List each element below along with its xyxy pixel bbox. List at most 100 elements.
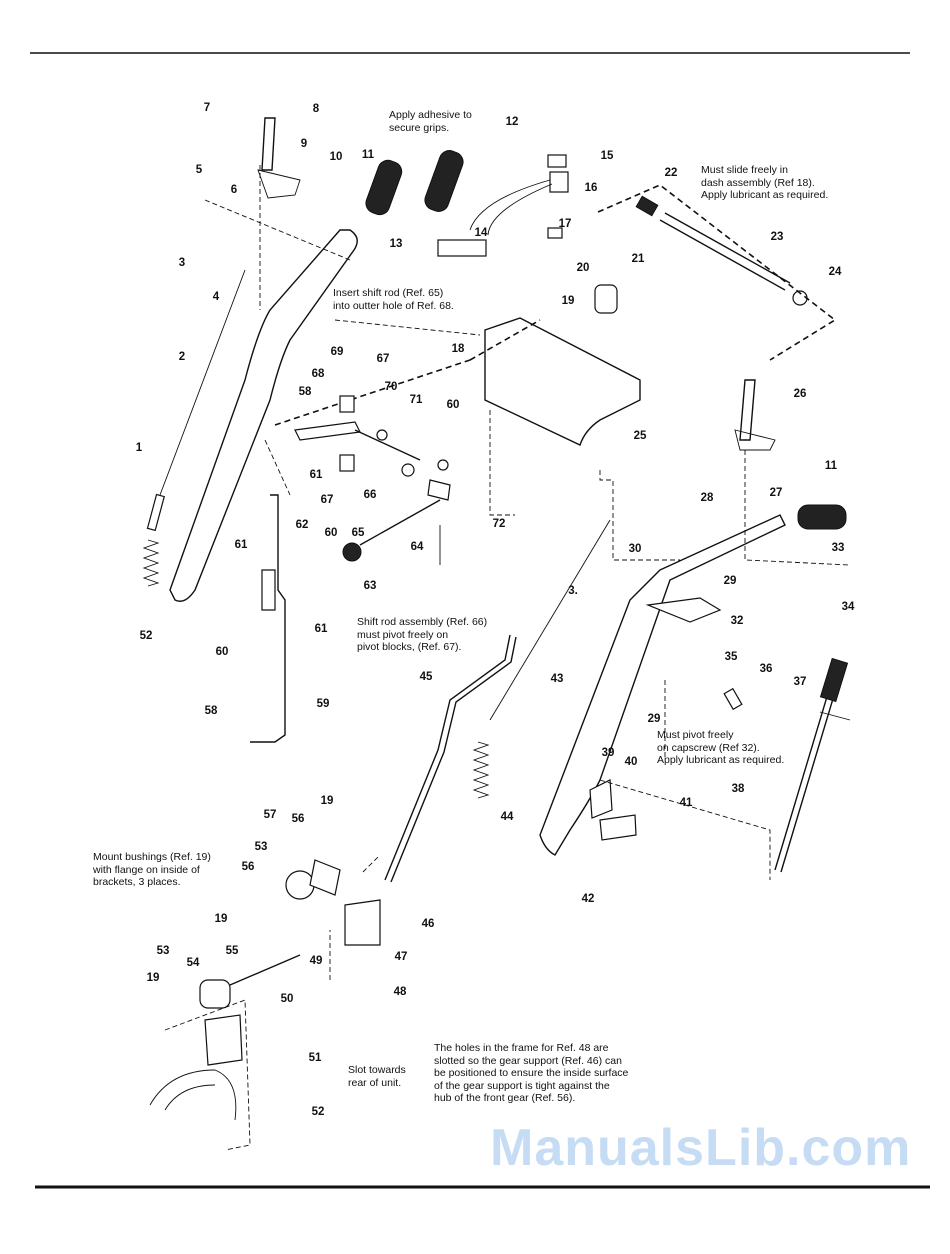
ref-label-61: 61 bbox=[315, 623, 328, 635]
ref-label-67: 67 bbox=[377, 353, 390, 365]
ref-label-24: 24 bbox=[829, 266, 842, 278]
ref-label-59: 59 bbox=[317, 698, 330, 710]
ref-label-68: 68 bbox=[312, 368, 325, 380]
ref-label-49: 49 bbox=[310, 955, 323, 967]
ref-label-36: 36 bbox=[760, 663, 773, 675]
ref-label-56: 56 bbox=[292, 813, 305, 825]
grips bbox=[365, 150, 847, 530]
ref-label-4: 4 bbox=[213, 291, 220, 303]
ref-label-9: 9 bbox=[301, 138, 307, 150]
ref-label-67: 67 bbox=[321, 494, 334, 506]
dash-outline-left bbox=[274, 319, 541, 426]
note-shift-rod-insert: Insert shift rod (Ref. 65) into outter h… bbox=[333, 287, 454, 312]
ref-label-6: 6 bbox=[231, 184, 237, 196]
ref-label-38: 38 bbox=[732, 783, 745, 795]
right-handle bbox=[539, 379, 786, 856]
ref-label-16: 16 bbox=[585, 182, 598, 194]
ref-label-23: 23 bbox=[771, 231, 784, 243]
ref-label-1: 1 bbox=[136, 442, 143, 454]
ref-label-52: 52 bbox=[140, 630, 153, 642]
ref-label-27: 27 bbox=[770, 487, 783, 499]
switch-harness bbox=[437, 154, 569, 257]
ref-label-65: 65 bbox=[352, 527, 365, 539]
ref-label-58: 58 bbox=[299, 386, 312, 398]
ref-label-58: 58 bbox=[205, 705, 218, 717]
ref-label-5: 5 bbox=[196, 164, 203, 176]
ref-label-51: 51 bbox=[309, 1052, 322, 1064]
ref-label-25: 25 bbox=[634, 430, 647, 442]
ref-label-60: 60 bbox=[325, 527, 338, 539]
ref-label-53: 53 bbox=[255, 841, 268, 853]
ref-label-3: 3 bbox=[179, 257, 185, 269]
ref-label-41: 41 bbox=[680, 797, 693, 809]
ref-label-48: 48 bbox=[394, 986, 407, 998]
note-mount-bushings: Mount bushings (Ref. 19) with flange on … bbox=[93, 851, 211, 888]
ref-label-35: 35 bbox=[725, 651, 738, 663]
ref-label-62: 62 bbox=[296, 519, 309, 531]
dash-panel bbox=[484, 284, 641, 446]
ref-label-8: 8 bbox=[313, 103, 320, 115]
ref-label-43: 43 bbox=[551, 673, 564, 685]
ref-label-61: 61 bbox=[310, 469, 323, 481]
ref-label-37: 37 bbox=[794, 676, 807, 688]
note-adhesive: Apply adhesive to secure grips. bbox=[389, 109, 472, 134]
ref-label-42: 42 bbox=[582, 893, 595, 905]
cable-1 bbox=[142, 269, 246, 587]
ref-label-29: 29 bbox=[724, 575, 737, 587]
ref-label-53: 53 bbox=[157, 945, 170, 957]
note-holes-frame: The holes in the frame for Ref. 48 are s… bbox=[434, 1042, 629, 1104]
ref-label-40: 40 bbox=[625, 756, 638, 768]
ref-label-14: 14 bbox=[475, 227, 488, 239]
ref-label-61: 61 bbox=[235, 539, 248, 551]
ref-label-10: 10 bbox=[330, 151, 343, 163]
ref-label-39: 39 bbox=[602, 747, 615, 759]
note-pivot-capscrew: Must pivot freely on capscrew (Ref 32). … bbox=[657, 729, 785, 766]
ref-label-19: 19 bbox=[215, 913, 228, 925]
ref-label-45: 45 bbox=[420, 671, 433, 683]
ref-label-12: 12 bbox=[506, 116, 519, 128]
ref-label-7: 7 bbox=[204, 102, 210, 114]
ref-label-11: 11 bbox=[362, 149, 375, 161]
ref-label-34: 34 bbox=[842, 601, 855, 613]
note-slide-freely: Must slide freely in dash assembly (Ref … bbox=[701, 164, 829, 201]
ref-label-30: 30 bbox=[629, 543, 642, 555]
ref-label-22: 22 bbox=[665, 167, 678, 179]
ref-label-11: 11 bbox=[825, 460, 838, 472]
ref-label-63: 63 bbox=[364, 580, 377, 592]
ref-label-18: 18 bbox=[452, 343, 465, 355]
ref-label-72: 72 bbox=[493, 518, 506, 530]
ref-label-3: 3. bbox=[568, 585, 578, 597]
ref-label-66: 66 bbox=[364, 489, 377, 501]
ref-label-19: 19 bbox=[562, 295, 575, 307]
chute-crank bbox=[774, 657, 851, 873]
ref-label-52: 52 bbox=[312, 1106, 325, 1118]
ref-label-46: 46 bbox=[422, 918, 435, 930]
guide-lines bbox=[164, 165, 851, 1151]
ref-label-21: 21 bbox=[632, 253, 645, 265]
ref-label-50: 50 bbox=[281, 993, 294, 1005]
ref-label-64: 64 bbox=[411, 541, 424, 553]
ref-label-29: 29 bbox=[648, 713, 661, 725]
ref-label-28: 28 bbox=[701, 492, 714, 504]
ref-label-60: 60 bbox=[447, 399, 460, 411]
watermark: ManualsLib.com bbox=[490, 1119, 912, 1177]
ref-label-47: 47 bbox=[395, 951, 408, 963]
ref-label-19: 19 bbox=[147, 972, 160, 984]
gear-assembly bbox=[149, 859, 381, 1121]
note-shift-rod-pivot: Shift rod assembly (Ref. 66) must pivot … bbox=[357, 616, 488, 653]
ref-label-13: 13 bbox=[390, 238, 403, 250]
ref-label-60: 60 bbox=[216, 646, 229, 658]
ref-label-55: 55 bbox=[226, 945, 239, 957]
brackets bbox=[589, 779, 637, 841]
ref-label-15: 15 bbox=[601, 150, 614, 162]
note-slot-rear: Slot towards rear of unit. bbox=[348, 1064, 406, 1089]
rod-23 bbox=[635, 195, 808, 306]
ref-label-26: 26 bbox=[794, 388, 807, 400]
ref-label-70: 70 bbox=[385, 381, 398, 393]
ref-label-69: 69 bbox=[331, 346, 344, 358]
ref-label-20: 20 bbox=[577, 262, 590, 274]
ref-label-17: 17 bbox=[559, 218, 572, 230]
ref-label-44: 44 bbox=[501, 811, 514, 823]
